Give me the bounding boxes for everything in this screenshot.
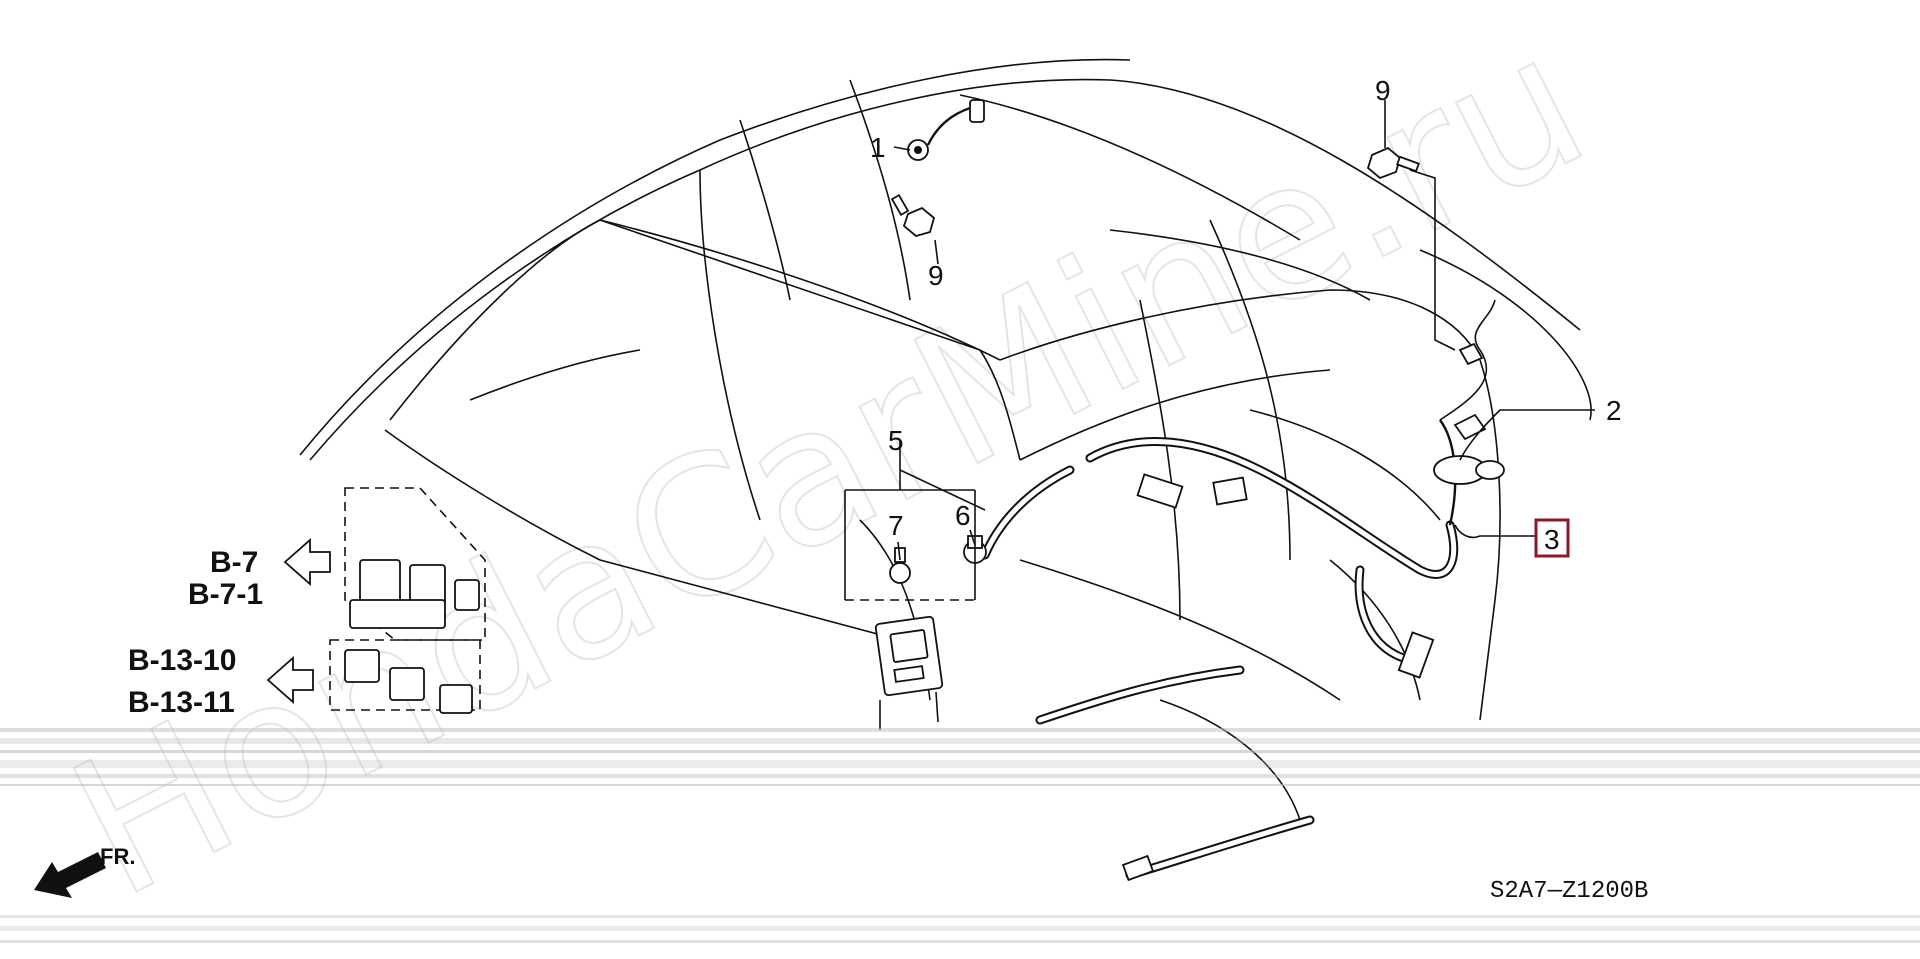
ground-terminal-part-1 — [907, 99, 985, 161]
front-arrow-icon — [34, 852, 106, 898]
front-label: FR. — [100, 844, 135, 869]
switch-assembly-part-5 — [874, 615, 944, 730]
diagram-code: S2A7—Z1200B — [1490, 878, 1648, 905]
reference-codes: B-7 B-7-1 B-13-10 B-13-11 — [128, 546, 263, 719]
reference-arrow-upper — [283, 538, 331, 586]
scan-noise-band — [0, 728, 1920, 943]
callout-5: 5 — [888, 425, 904, 456]
callout-3[interactable]: 3 — [1544, 524, 1560, 555]
part-5-bracket — [844, 469, 986, 601]
bolt-part-9-left — [890, 193, 936, 237]
car-body-outline — [299, 58, 1592, 821]
callout-9-left: 9 — [928, 260, 944, 291]
callout-7: 7 — [888, 510, 904, 541]
bolt-part-9-top — [1366, 146, 1420, 180]
callout-leaders — [893, 100, 1595, 561]
callout-9-top: 9 — [1375, 75, 1391, 106]
front-indicator: FR. — [34, 844, 135, 898]
callout-1: 1 — [870, 132, 886, 163]
reference-arrow-lower — [266, 656, 314, 704]
callout-2: 2 — [1606, 395, 1622, 426]
ref-b-13-11[interactable]: B-13-11 — [128, 686, 235, 719]
ref-b-7[interactable]: B-7 — [210, 546, 258, 579]
callout-numbers: 1 9 9 2 5 7 6 — [870, 75, 1622, 541]
relay-box — [329, 487, 486, 714]
callout-3-box[interactable] — [1534, 518, 1570, 558]
reference-arrows — [266, 538, 331, 704]
harness-connectors — [1121, 342, 1505, 882]
ref-b-13-10[interactable]: B-13-10 — [128, 644, 236, 677]
callout-6: 6 — [955, 500, 971, 531]
ref-b-7-1[interactable]: B-7-1 — [188, 578, 263, 611]
wire-harness — [980, 299, 1496, 880]
callout-3-highlight[interactable]: 3 — [1534, 518, 1570, 558]
watermark-text: HondaCarMine.ru — [40, 0, 1617, 940]
